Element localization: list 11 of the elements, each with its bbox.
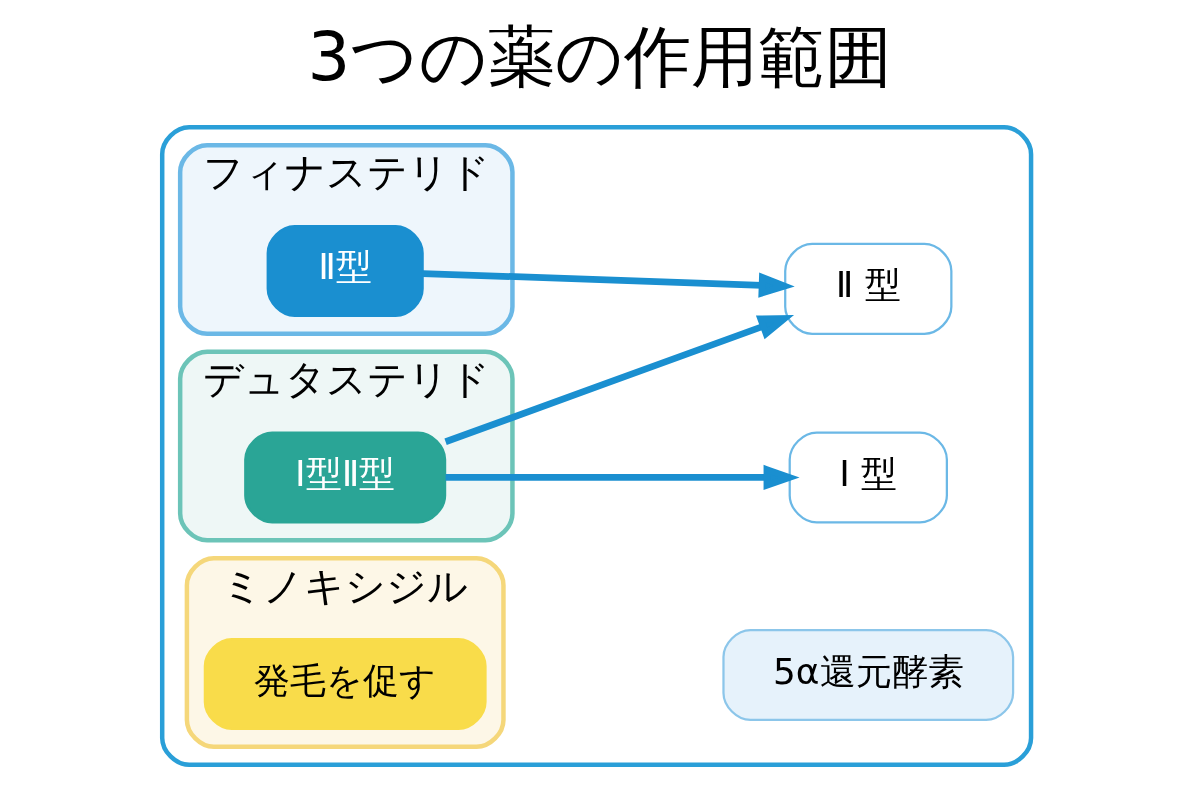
node-box: Ⅰ型Ⅱ型 bbox=[244, 431, 447, 524]
node-box: Ⅰ 型 bbox=[788, 431, 948, 524]
node-box: 5α還元酵素 bbox=[722, 629, 1015, 722]
node-box: 発毛を促す bbox=[203, 637, 487, 731]
arrow bbox=[445, 464, 800, 491]
arrow bbox=[422, 270, 795, 298]
arrow bbox=[444, 315, 795, 445]
cluster bbox=[159, 124, 1034, 768]
node-box: Ⅱ 型 bbox=[784, 242, 953, 335]
node-box: Ⅱ型 bbox=[266, 224, 424, 317]
diagram-title: 3つの薬の作用範囲 bbox=[307, 17, 893, 97]
